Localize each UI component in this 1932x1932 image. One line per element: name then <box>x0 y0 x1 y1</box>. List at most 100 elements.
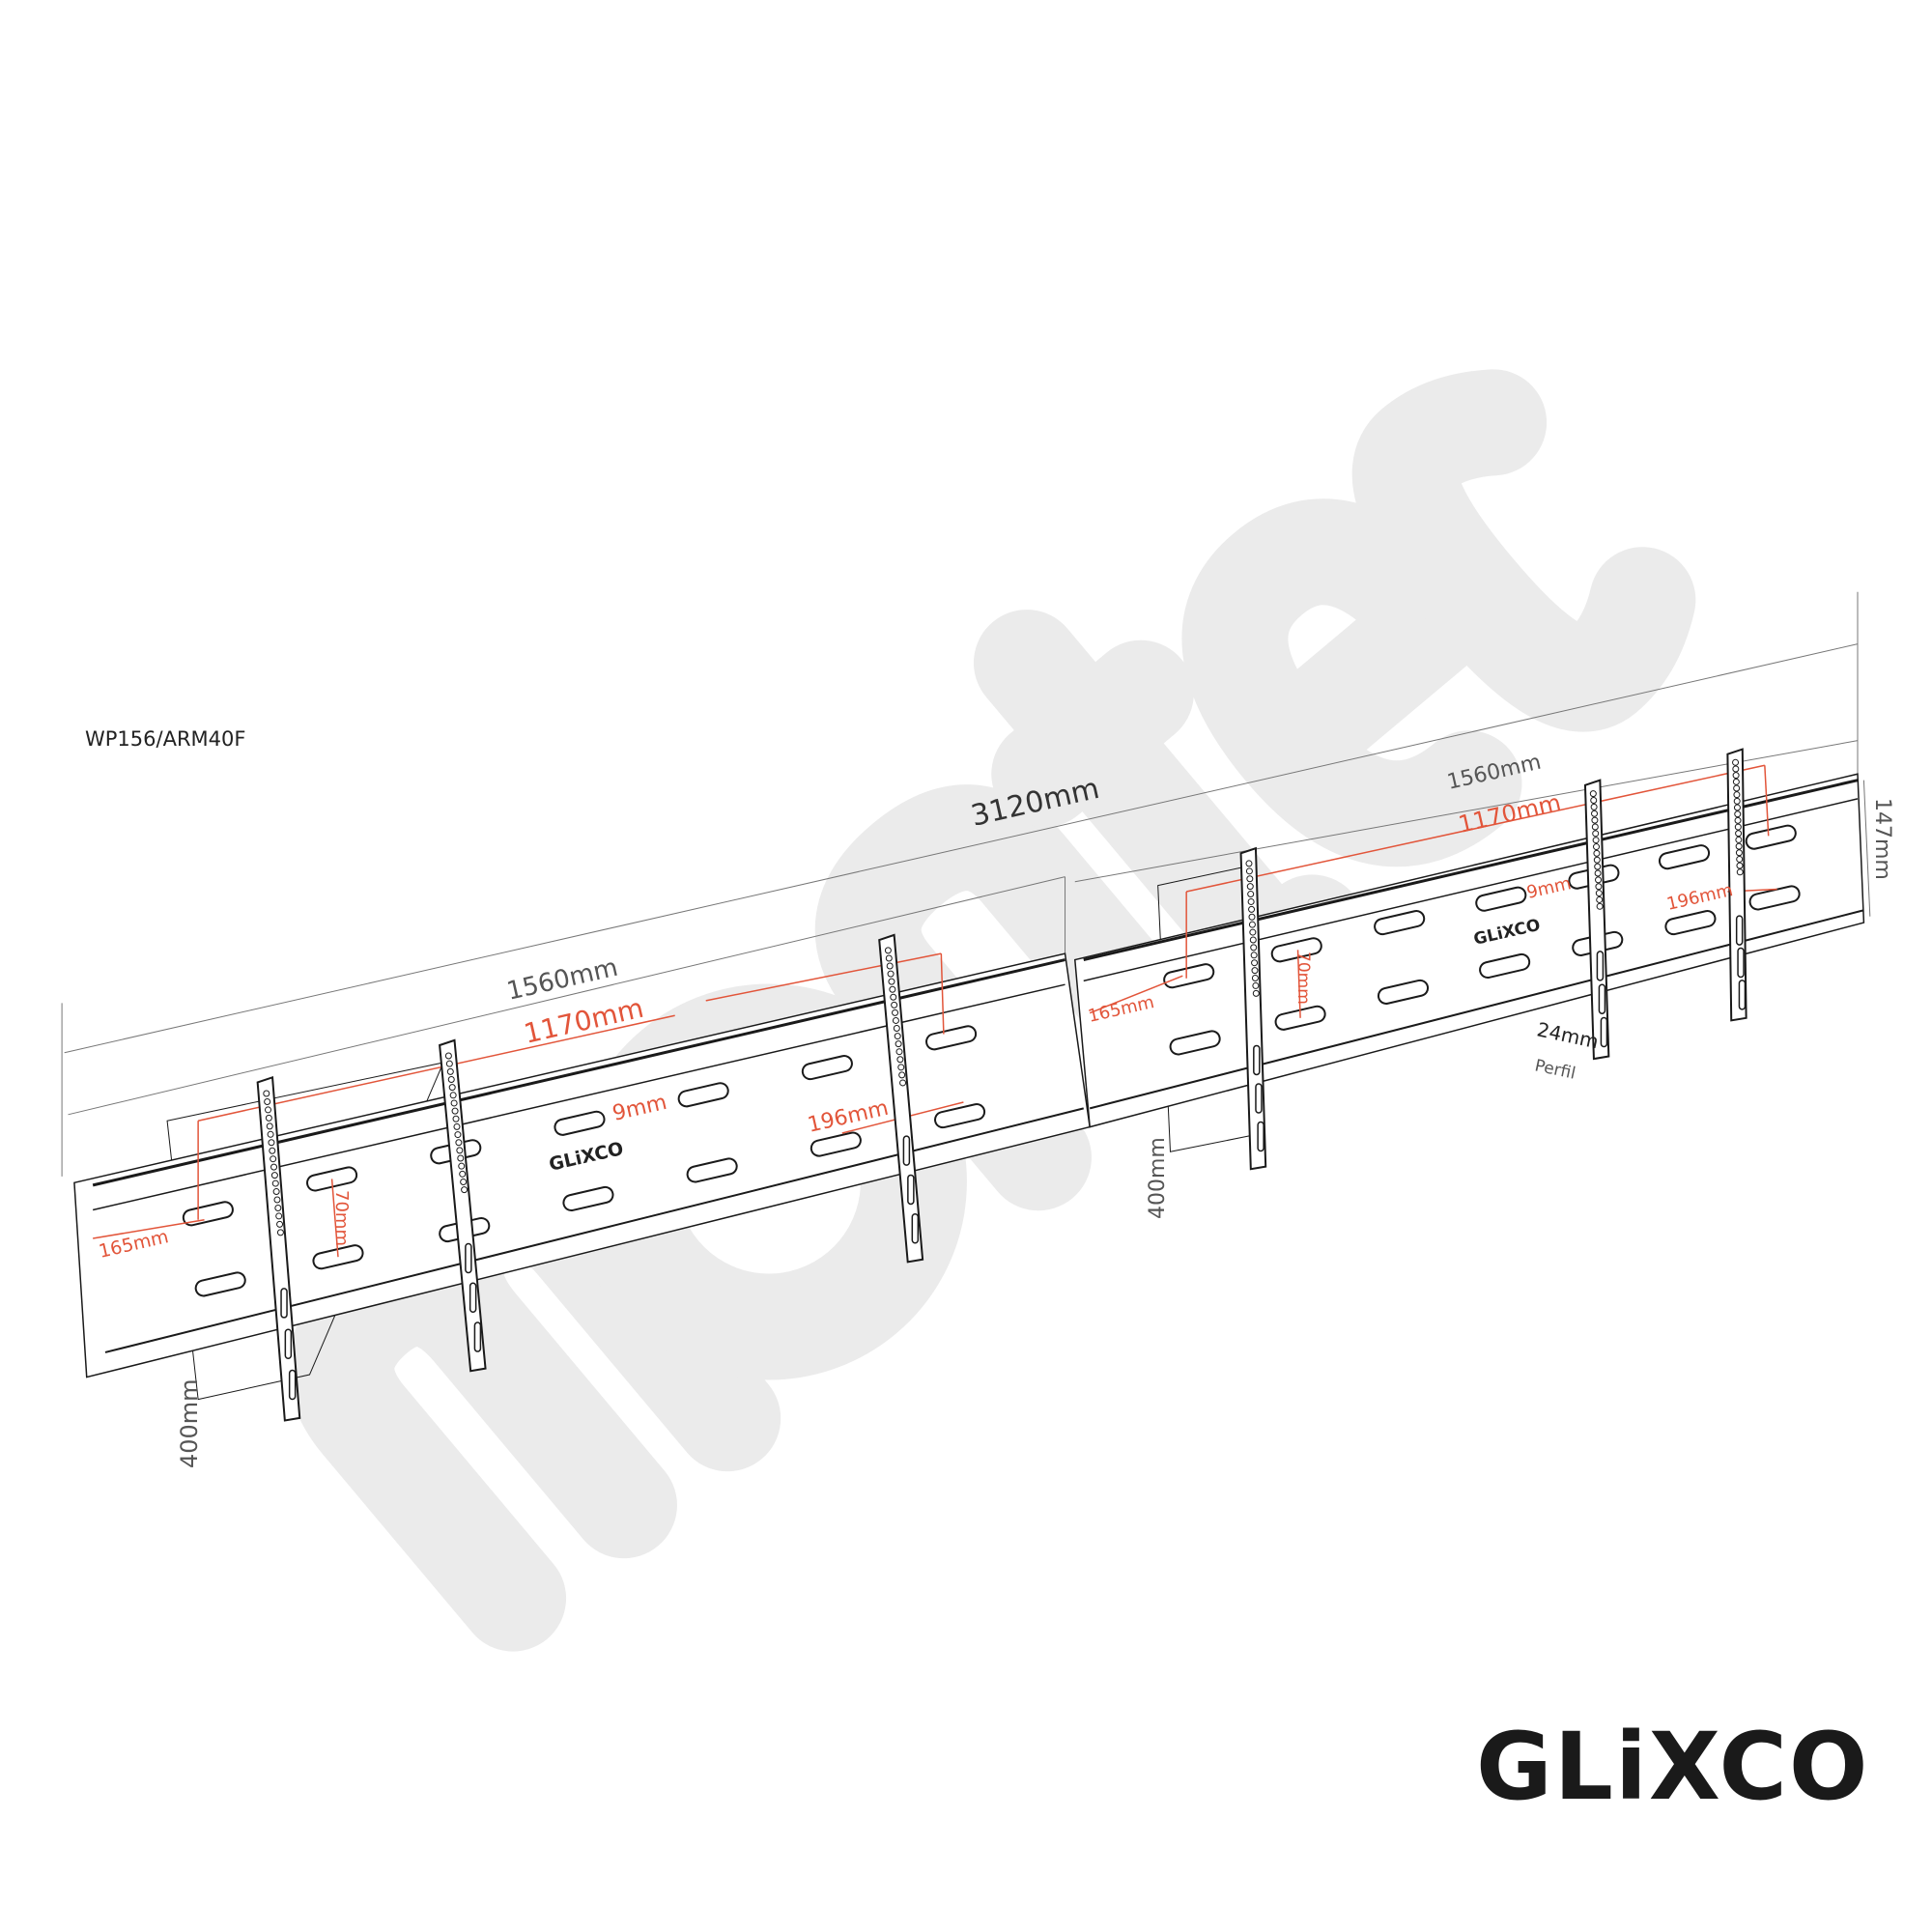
arm-hole <box>459 1170 467 1178</box>
arm-hole <box>1732 778 1740 785</box>
arm-hole <box>455 1139 463 1147</box>
depth-label: 147mm <box>1870 798 1894 880</box>
mounting-arm <box>1583 779 1610 1061</box>
arm-hole <box>890 993 897 1001</box>
arm-hole <box>1733 797 1741 805</box>
watermark-letter-n <box>814 784 1225 1211</box>
arm-hole <box>1734 810 1742 818</box>
arm-hole <box>1247 897 1255 905</box>
arm-hole <box>460 1178 468 1185</box>
brand-logo: GLiXCO <box>1476 1713 1870 1821</box>
arm-hole <box>1735 842 1743 850</box>
arm-hole <box>1247 891 1255 898</box>
arm-hole <box>1735 836 1743 843</box>
rail-bottom-edge <box>104 1107 1084 1353</box>
rail-top-edge <box>92 958 1065 1187</box>
arm-hole <box>1591 823 1599 831</box>
arm-hole <box>264 1097 271 1105</box>
arm-hole <box>271 1179 279 1187</box>
arm-slot <box>1600 1016 1608 1048</box>
arm-hole <box>1736 862 1744 869</box>
arm-hole <box>1591 810 1599 817</box>
mounting-slot <box>810 1131 862 1157</box>
arm-slot <box>284 1328 293 1359</box>
arm-hole <box>894 1033 901 1040</box>
arm-slot <box>288 1369 297 1401</box>
arm-hole <box>1249 936 1257 944</box>
arm-hole <box>1734 816 1742 824</box>
mounting-slot <box>801 1055 853 1081</box>
arm-hole <box>1591 816 1599 824</box>
arm-hole <box>457 1154 465 1162</box>
arm-hole <box>1248 913 1256 921</box>
arm-hole <box>1246 883 1254 891</box>
arm-hole <box>270 1155 277 1163</box>
mounting-slot <box>1163 963 1215 989</box>
arm-hole <box>1595 883 1603 891</box>
arm-hole <box>444 1052 452 1060</box>
arm-hole <box>891 1001 898 1009</box>
arm-hole <box>1248 905 1256 913</box>
profile-caption: Perfil <box>1533 1056 1577 1083</box>
arm-hole <box>887 970 895 978</box>
arm-hole <box>892 1016 899 1024</box>
mounting-slot <box>686 1157 738 1183</box>
arm-hole <box>1593 856 1601 864</box>
dimension-line-red <box>1185 764 1766 893</box>
dimension-line-red <box>1296 950 1301 1018</box>
arm-hole <box>895 1040 902 1048</box>
arm-hole <box>461 1186 469 1194</box>
arm-hole <box>453 1122 461 1130</box>
watermark-letter-e <box>1181 498 1522 867</box>
arm-hole <box>1251 967 1259 975</box>
arm-hole <box>898 1071 906 1079</box>
arm-hole <box>1249 928 1257 936</box>
arm-hole <box>892 1009 899 1016</box>
arm-slot <box>907 1174 915 1206</box>
arm-hole <box>273 1196 281 1204</box>
arm-hole <box>896 1056 904 1064</box>
arm-slot <box>1255 1083 1263 1114</box>
arm-hole <box>1594 863 1602 870</box>
arm-hole <box>1734 823 1742 831</box>
arm-slot <box>902 1135 911 1166</box>
model-label: WP156/ARM40F <box>85 727 245 751</box>
dimension-line-left <box>68 876 1065 1116</box>
arm-hole <box>1593 843 1601 851</box>
arm-hole <box>1732 758 1740 766</box>
mounting-arm <box>878 933 924 1264</box>
arm-hole <box>1245 860 1253 867</box>
arm-hole <box>893 1025 900 1033</box>
mount-geometry <box>61 591 1871 1422</box>
mounting-slot <box>1748 885 1801 911</box>
arm-hole <box>1250 944 1258 952</box>
arm-slot <box>1737 947 1745 979</box>
arm-hole <box>1595 890 1603 897</box>
arm-hole <box>1252 981 1260 989</box>
left-hole-span-label: 1170mm <box>521 992 646 1050</box>
arm-hole <box>450 1099 458 1107</box>
arm-hole <box>1594 869 1602 877</box>
arm-hole <box>1248 921 1256 928</box>
arm-hole <box>1251 959 1259 967</box>
arm-hole <box>888 978 895 985</box>
arm-hole <box>1592 830 1600 838</box>
mounting-slot <box>182 1201 234 1227</box>
arm-hole <box>1733 791 1741 799</box>
mounting-slot <box>1479 952 1531 980</box>
arm-hole <box>884 947 892 954</box>
arm-hole <box>270 1163 278 1171</box>
arm-slot <box>911 1213 920 1244</box>
arm-slot <box>1738 980 1747 1010</box>
mounting-slot <box>1745 824 1797 850</box>
arm-hole <box>275 1212 283 1220</box>
arm-hole <box>445 1060 453 1067</box>
arm-hole <box>454 1131 462 1139</box>
arm-hole <box>1732 765 1740 773</box>
arm-hole <box>456 1147 464 1154</box>
arm-hole <box>1736 868 1744 876</box>
arm-hole <box>1735 849 1743 857</box>
arm-hole <box>1590 797 1598 805</box>
arm-slot <box>1596 951 1605 981</box>
